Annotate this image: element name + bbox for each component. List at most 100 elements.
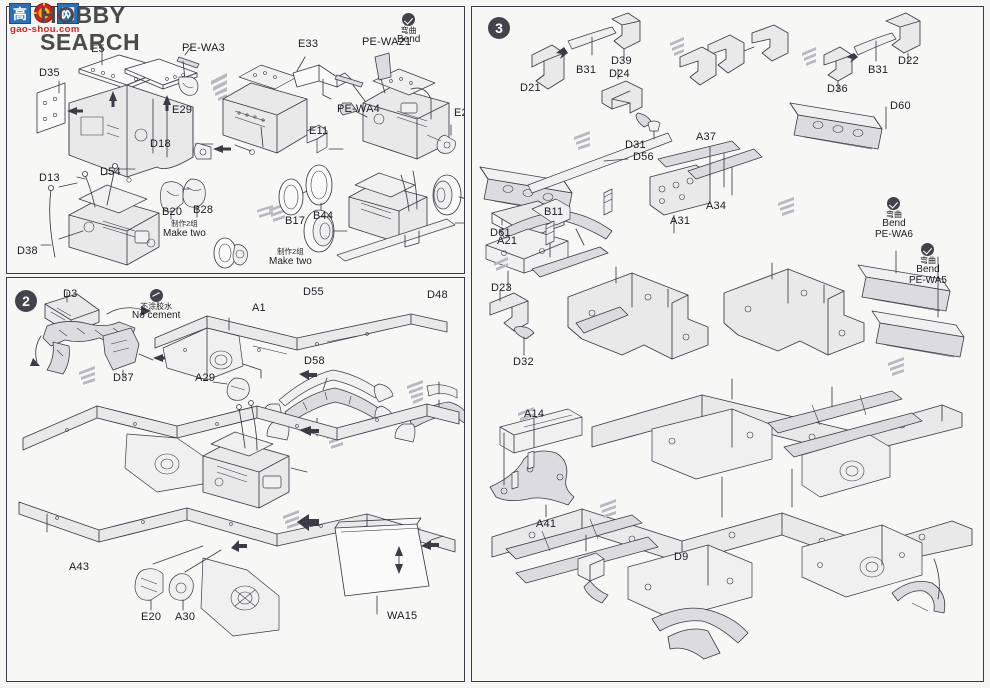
note-bend-cn: 弯曲 — [919, 256, 936, 265]
label-a43: A43 — [69, 561, 90, 573]
label-d18: D18 — [150, 138, 171, 150]
panel-step-2: 2 — [6, 277, 465, 682]
make-two-en: Make two — [269, 256, 312, 268]
label-b31-b: B31 — [868, 64, 889, 76]
panel-step-1: E5 D35 D18 PE-WA3 E29 E33 E11 PE-WA21 PE… — [6, 6, 465, 274]
label-d37: D37 — [113, 372, 134, 384]
note-make-two-b20: 制作2组 Make two — [163, 219, 206, 240]
assembly-pe-wa21-e28 — [335, 53, 455, 159]
note-bend-pe-wa6: 弯曲 Bend PE-WA6 — [875, 197, 913, 240]
label-pe-wa3: PE-WA3 — [182, 42, 225, 54]
assembly-d36-d22 — [824, 13, 920, 91]
label-d21: D21 — [520, 82, 541, 94]
watermark-url: gao-shou.com — [10, 24, 80, 35]
label-d3: D3 — [63, 288, 78, 300]
label-pe-wa5: PE-WA5 — [909, 274, 947, 286]
hatch-arrow-p3-6 — [888, 357, 904, 376]
label-d24: D24 — [609, 68, 630, 80]
label-d39: D39 — [611, 55, 632, 67]
label-pe-wa4: PE-WA4 — [337, 103, 380, 115]
label-d56: D56 — [633, 151, 654, 163]
assembly-d13-d38 — [49, 164, 160, 266]
step-badge-2: 2 — [15, 290, 37, 312]
label-b17: B17 — [285, 215, 306, 227]
note-bend-cn: 弯曲 — [885, 210, 902, 219]
hatch-arrow-3 — [257, 205, 273, 218]
label-d61: D61 — [490, 227, 511, 239]
assembly-d21-d39 — [532, 13, 640, 89]
assembly-a31-a34 — [648, 121, 762, 233]
watermark-gear-icon — [33, 2, 55, 24]
make-two-cn: 制作2组 — [277, 247, 304, 256]
assembly-b17-b44 — [279, 165, 332, 215]
assembly-e33-e11 — [194, 65, 351, 159]
step-badge-3: 3 — [488, 17, 510, 39]
label-a29: A29 — [195, 372, 216, 384]
make-two-cn: 制作2组 — [171, 219, 198, 228]
assembly-e5-d18 — [37, 55, 197, 182]
disc-part-left — [214, 238, 247, 268]
assembly-wa15 — [335, 518, 443, 614]
assembly-a1-rail — [155, 314, 447, 380]
bend-icon — [921, 243, 935, 256]
label-b11: B11 — [544, 206, 564, 218]
no-cement-icon — [149, 289, 163, 302]
hatch-arrow-p3-4 — [778, 197, 794, 216]
assembly-transmission-center — [203, 401, 307, 508]
label-b44: B44 — [313, 210, 334, 222]
label-d58: D58 — [304, 355, 325, 367]
label-b20: B20 — [162, 206, 183, 218]
hatch-arrow-p3-7 — [600, 499, 616, 518]
label-d48: D48 — [427, 289, 448, 301]
label-d23: D23 — [491, 282, 512, 294]
hatch-arrow-p2-1 — [79, 366, 95, 385]
note-bend-en: Bend — [916, 264, 940, 276]
label-d36: D36 — [827, 83, 848, 95]
label-e5: E5 — [91, 43, 105, 55]
hatch-arrow-p3-1 — [670, 37, 684, 56]
assembly-upper-middle — [680, 25, 788, 85]
label-wa15: WA15 — [387, 610, 418, 622]
hatch-arrow-p3-3 — [574, 131, 590, 150]
label-d13: D13 — [39, 172, 60, 184]
bend-icon — [402, 13, 416, 26]
assembly-a29 — [213, 378, 249, 400]
label-a31: A31 — [670, 215, 691, 227]
label-a41: A41 — [536, 518, 557, 530]
note-bend-pe-wa21: 弯曲 Bend — [397, 13, 420, 46]
label-d60: D60 — [890, 100, 911, 112]
assembly-lower-chassis — [492, 509, 972, 659]
assembly-engine-a7 — [304, 171, 464, 261]
note-bend-cn: 弯曲 — [400, 26, 417, 35]
hatch-arrow-p2-2 — [407, 380, 423, 404]
label-b28: B28 — [193, 204, 214, 216]
assembly-b20-b28 — [161, 179, 206, 219]
assembly-d3-d37 — [30, 292, 169, 378]
note-no-cement-cn: 不涂胶水 — [140, 302, 173, 311]
panel-step-3: 3 — [471, 6, 984, 682]
assembly-bottom-rail — [19, 502, 455, 636]
label-e33: E33 — [298, 38, 319, 50]
note-bend-en: Bend — [397, 34, 421, 46]
note-bend-pe-wa5: 弯曲 Bend PE-WA5 — [909, 243, 947, 286]
note-make-two-b17: 制作2组 Make two — [269, 247, 312, 268]
hatch-arrow-p3-5 — [494, 257, 508, 271]
note-no-cement: 不涂胶水 No cement — [132, 289, 180, 322]
panel-2-artwork — [7, 278, 464, 681]
bend-icon — [887, 197, 901, 210]
label-d55: D55 — [303, 286, 324, 298]
watermark-brand-text: HOBBY SEARCH — [40, 2, 141, 55]
panel-3-artwork — [472, 7, 983, 681]
make-two-en: Make two — [163, 228, 206, 240]
hatch-arrow-p3-8 — [518, 407, 534, 421]
assembly-a43-rail — [23, 404, 459, 492]
label-e11: E11 — [309, 125, 329, 137]
assembly-a14-a41 — [490, 409, 582, 517]
label-e29: E29 — [172, 104, 193, 116]
label-e28: E28 — [454, 107, 464, 119]
label-a1: A1 — [252, 302, 266, 314]
label-a30: A30 — [175, 611, 196, 623]
label-d32: D32 — [513, 356, 534, 368]
label-pe-wa21: PE-WA21 — [362, 36, 412, 48]
